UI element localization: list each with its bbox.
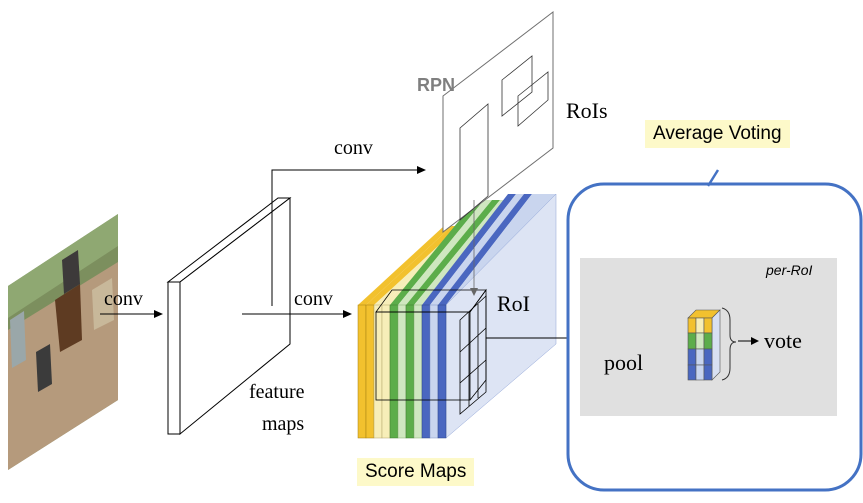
- feature-maps-label-line1: feature: [249, 381, 305, 403]
- per-roi-label: per-RoI: [765, 262, 813, 278]
- average-voting-callout: Average Voting: [645, 120, 790, 148]
- pool-label: pool: [604, 350, 643, 375]
- input-image: [8, 214, 118, 470]
- rpn-plane: [442, 10, 554, 234]
- vote-brace: [721, 307, 737, 381]
- feature-maps-box: [166, 196, 292, 436]
- rois-label: RoIs: [566, 98, 608, 123]
- conv-input-label: conv: [104, 288, 143, 310]
- rpn-proposals: [459, 55, 549, 221]
- score-maps-stack: [357, 193, 557, 439]
- conv-top-label: conv: [334, 137, 373, 159]
- roi-label: RoI: [497, 291, 530, 316]
- vote-label: vote: [764, 328, 802, 353]
- conv-mid-label: conv: [294, 288, 333, 310]
- score-maps-callout: Score Maps: [357, 458, 475, 486]
- rpn-label: RPN: [417, 75, 455, 95]
- feature-maps-label-line2: maps: [262, 413, 304, 435]
- pooled-cube: [687, 309, 721, 381]
- roi-grid: [459, 295, 487, 415]
